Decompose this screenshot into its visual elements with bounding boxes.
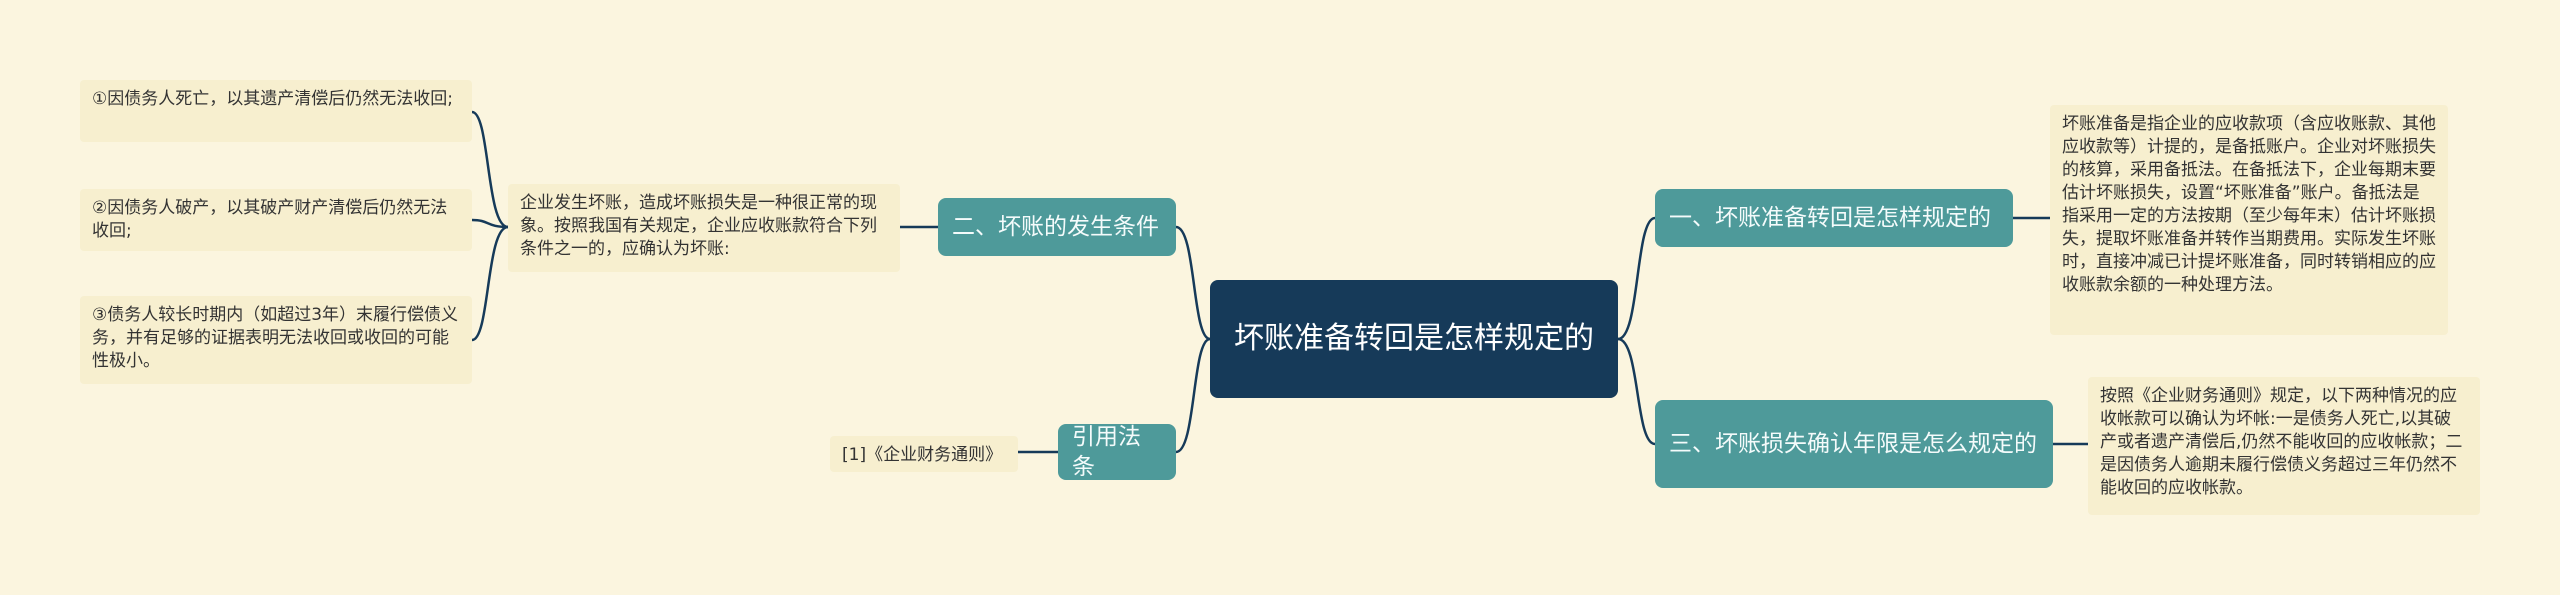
branch-node-3-label: 三、坏账损失确认年限是怎么规定的 <box>1669 431 2037 457</box>
branch-3-note-text: 按照《企业财务通则》规定，以下两种情况的应收帐款可以确认为坏帐:一是债务人死亡,… <box>2100 386 2463 498</box>
link-note-2-child-1 <box>471 110 509 229</box>
branch-node-4-label: 引用法条 <box>1072 424 1141 480</box>
branch-2-child-1-text: ①因债务人死亡，以其遗产清偿后仍然无法收回; <box>92 89 453 109</box>
branch-3-note[interactable]: 按照《企业财务通则》规定，以下两种情况的应收帐款可以确认为坏帐:一是债务人死亡,… <box>2088 377 2480 515</box>
root-topic-label: 坏账准备转回是怎样规定的 <box>1234 321 1594 356</box>
branch-2-child-3[interactable]: ③债务人较长时期内（如超过3年）末履行偿债义务，并有足够的证据表明无法收回或收回… <box>80 296 472 384</box>
branch-2-child-2[interactable]: ②因债务人破产，以其破产财产清偿后仍然无法收回; <box>80 189 472 251</box>
branch-node-2-label: 二、坏账的发生条件 <box>952 214 1159 240</box>
branch-2-note-text: 企业发生坏账，造成坏账损失是一种很正常的现象。按照我国有关规定，企业应收账款符合… <box>520 193 877 259</box>
branch-4-note[interactable]: [1]《企业财务通则》 <box>830 436 1018 472</box>
branch-node-4[interactable]: 引用法条 <box>1058 424 1176 480</box>
branch-2-child-3-text: ③债务人较长时期内（如超过3年）末履行偿债义务，并有足够的证据表明无法收回或收回… <box>92 305 459 371</box>
branch-1-note[interactable]: 坏账准备是指企业的应收款项（含应收账款、其他应收款等）计提的，是备抵账户。企业对… <box>2050 105 2448 335</box>
branch-4-note-text: [1]《企业财务通则》 <box>842 445 1003 465</box>
link-root-branch-2 <box>1175 225 1211 341</box>
branch-1-note-text: 坏账准备是指企业的应收款项（含应收账款、其他应收款等）计提的，是备抵账户。企业对… <box>2062 114 2436 295</box>
branch-node-1-label: 一、坏账准备转回是怎样规定的 <box>1669 205 1991 231</box>
branch-2-child-1[interactable]: ①因债务人死亡，以其遗产清偿后仍然无法收回; <box>80 80 472 142</box>
branch-node-2[interactable]: 二、坏账的发生条件 <box>938 198 1176 256</box>
root-topic[interactable]: 坏账准备转回是怎样规定的 <box>1210 280 1618 398</box>
link-root-branch-3 <box>1617 337 1656 446</box>
branch-2-child-2-text: ②因债务人破产，以其破产财产清偿后仍然无法收回; <box>92 198 448 241</box>
branch-node-1[interactable]: 一、坏账准备转回是怎样规定的 <box>1655 189 2013 247</box>
branch-node-3[interactable]: 三、坏账损失确认年限是怎么规定的 <box>1655 400 2053 488</box>
link-note-2-child-3 <box>471 225 509 342</box>
link-root-branch-4 <box>1175 337 1211 454</box>
link-note-2-child-2 <box>471 218 509 229</box>
link-root-branch-1 <box>1617 216 1656 341</box>
branch-2-note[interactable]: 企业发生坏账，造成坏账损失是一种很正常的现象。按照我国有关规定，企业应收账款符合… <box>508 184 900 272</box>
